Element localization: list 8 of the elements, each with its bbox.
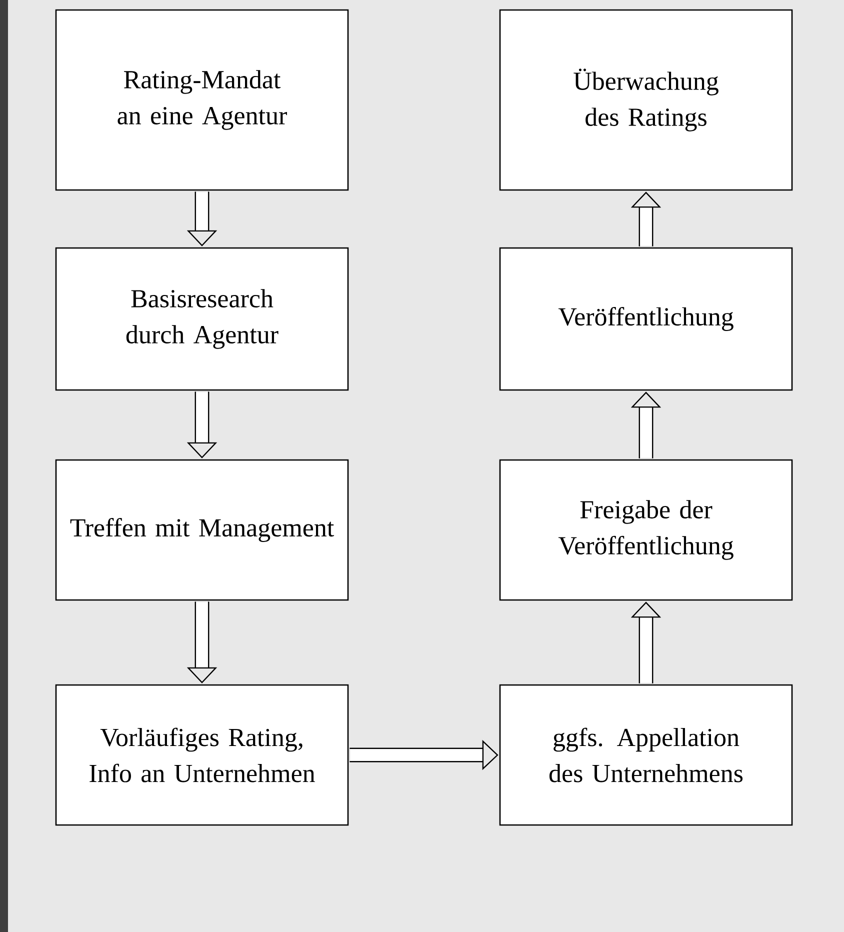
process-box: Treffen mit Management <box>55 459 349 601</box>
process-box: Vorläufiges Rating, Info an Unternehmen <box>55 684 349 826</box>
process-box: Basisresearch durch Agentur <box>55 247 349 391</box>
process-box: ggfs. Appellation des Unternehmens <box>499 684 793 826</box>
process-box: Veröffentlichung <box>499 247 793 391</box>
process-box: Überwachung des Ratings <box>499 9 793 191</box>
process-box: Freigabe der Veröffentlichung <box>499 459 793 601</box>
process-box: Rating-Mandat an eine Agentur <box>55 9 349 191</box>
